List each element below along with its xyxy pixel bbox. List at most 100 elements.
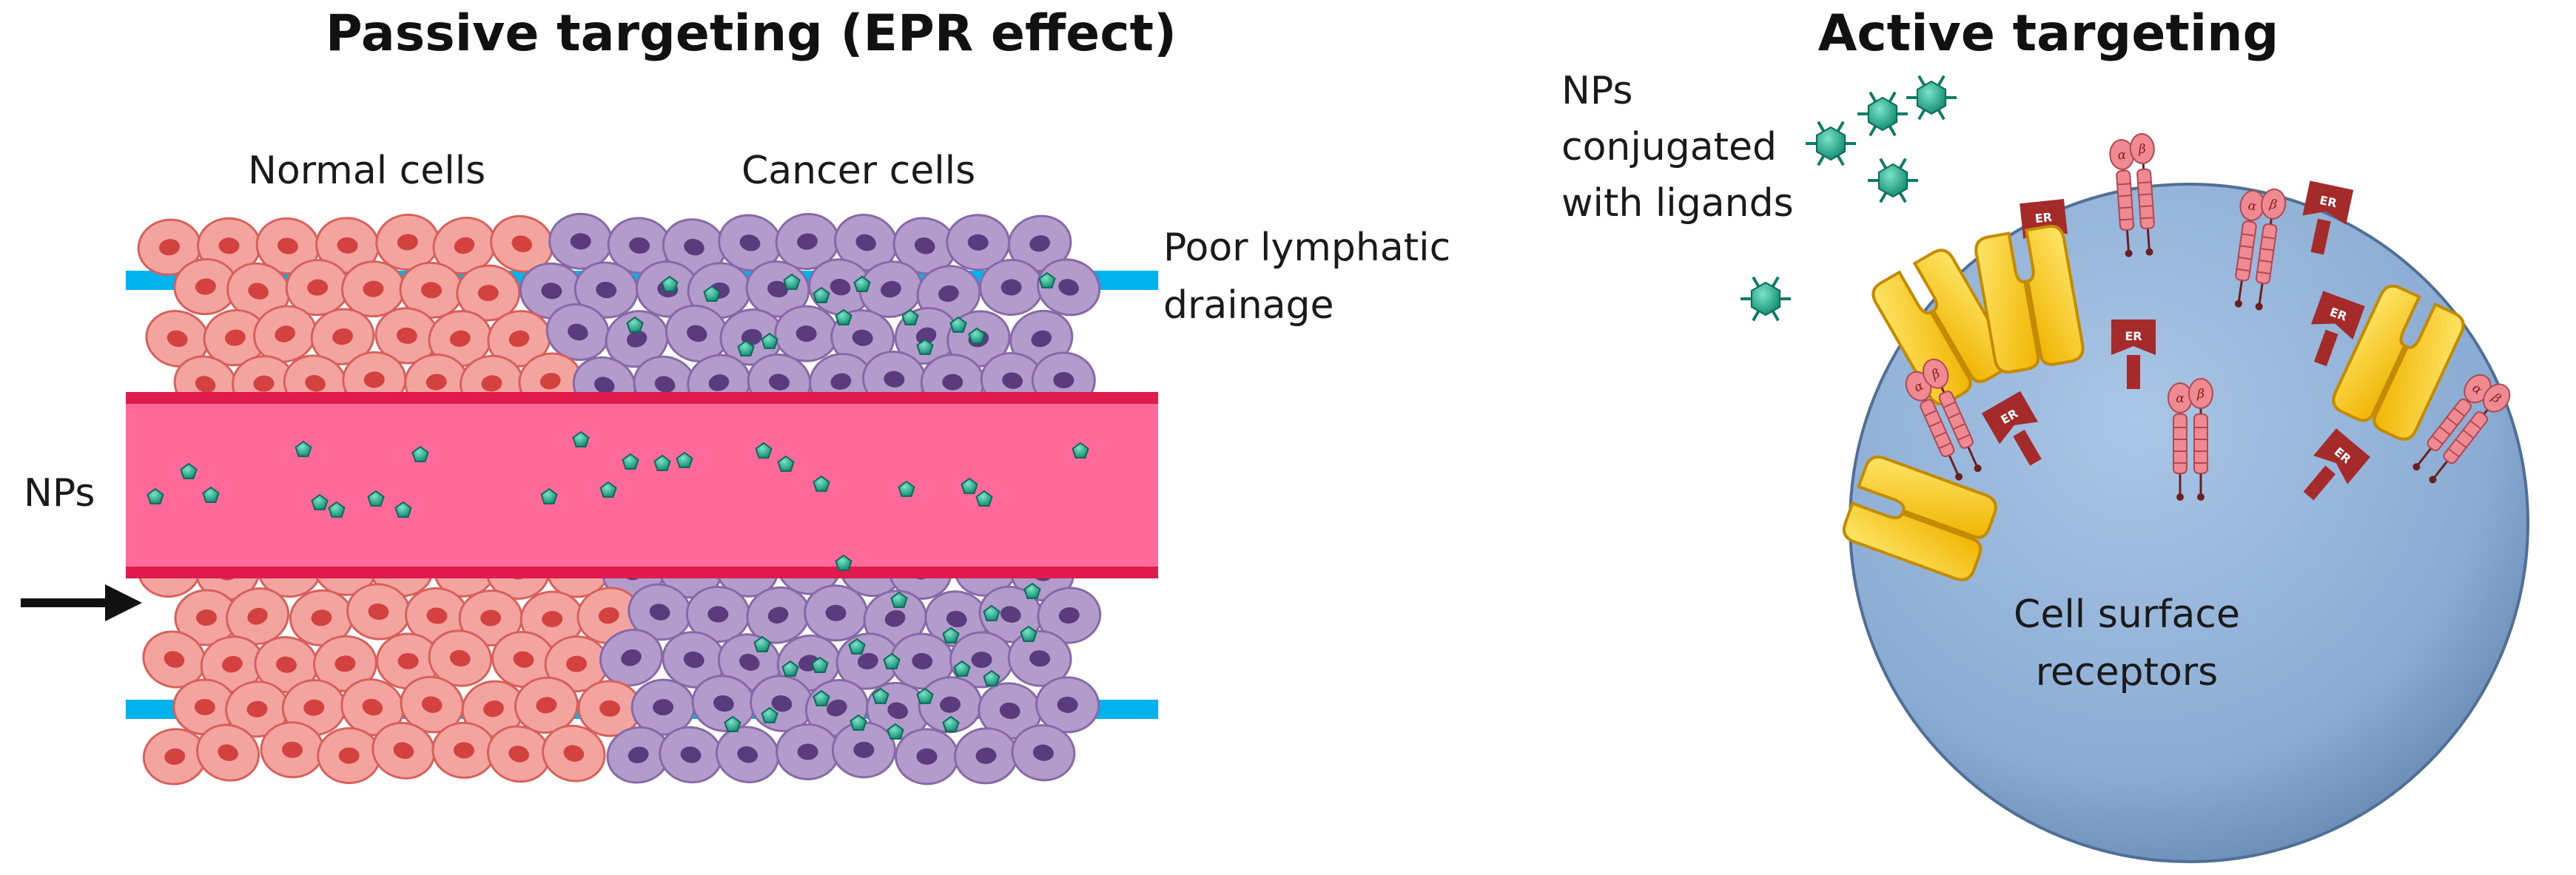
nanoparticle-icon [1072, 442, 1089, 459]
blood-vessel [126, 392, 1158, 578]
nanoparticle-icon [961, 477, 978, 494]
nanoparticle-icon [850, 714, 867, 731]
normal-cell [428, 629, 493, 687]
nanoparticle-icon [311, 493, 329, 510]
nanoparticle-icon [295, 440, 312, 457]
nanoparticle-icon [737, 339, 755, 357]
active-targeting-title: Active targeting [1818, 4, 2279, 63]
nanoparticle-icon [599, 481, 617, 498]
er-label: ER [2318, 193, 2338, 210]
nanoparticle-icon [887, 723, 904, 740]
nanoparticle-icon [901, 308, 919, 325]
nanoparticle-icon [703, 285, 721, 302]
beta-label: β [2137, 142, 2146, 158]
normal-cell [428, 310, 493, 368]
nanoparticles [147, 271, 1089, 740]
nanoparticle-icon [147, 487, 164, 504]
nanoparticle-icon [835, 554, 852, 571]
er-receptor-icon: ER [1982, 391, 2042, 466]
yellow-receptor-icon [2332, 284, 2465, 441]
er-receptor-icon: ER [2111, 320, 2156, 389]
nanoparticle-icon [1020, 625, 1038, 642]
cancer-cell [599, 629, 664, 687]
normal-cell [173, 258, 238, 316]
nanoparticle-icon [835, 308, 852, 325]
normal-cell [461, 680, 526, 737]
er-receptor-icon: ER [2302, 180, 2354, 255]
nanoparticle-icon [811, 656, 829, 673]
er-receptor-icon: ER [2303, 428, 2370, 501]
nanoparticle-icon [916, 687, 934, 704]
conjugated-nps-label-3: with ligands [1561, 181, 1794, 226]
alpha-label: α [2176, 391, 2185, 406]
cancer-cell [1037, 587, 1102, 644]
nanoparticle-icon [883, 652, 901, 669]
nanoparticle-icon [813, 475, 830, 492]
nanoparticle-icon [949, 316, 967, 333]
normal-cell [281, 679, 346, 737]
nanoparticle-icon [872, 687, 890, 704]
normal-cell [542, 724, 606, 783]
nps-label: NPs [24, 471, 95, 516]
normal-cell [195, 723, 260, 782]
integrin-receptor-icon: αβ [2412, 374, 2511, 484]
normal-cell [137, 218, 202, 276]
beta-label: β [2268, 197, 2279, 212]
cancer-cell [776, 723, 841, 780]
nanoparticle-icon [761, 332, 778, 349]
cancer-cell [662, 631, 726, 689]
cancer-cell [662, 218, 727, 277]
ligand-star-icon [1741, 276, 1791, 322]
cancer-cell [685, 586, 750, 643]
nanoparticle-icon [411, 445, 429, 462]
cancer-cell [1007, 629, 1072, 687]
normal-cell [544, 635, 609, 693]
nanoparticle-icon [813, 689, 830, 706]
normal-cell [456, 264, 521, 322]
ligand-star-icon [1857, 91, 1908, 137]
nanoparticle-icon [676, 451, 693, 468]
normal-cell [200, 635, 265, 693]
nanoparticle-icon [761, 706, 778, 723]
yellow-receptor-icon [1842, 455, 1997, 581]
nanoparticle-icon [367, 490, 385, 507]
er-receptor-icon: ER [2310, 291, 2365, 367]
nanoparticle-icon [975, 490, 993, 507]
nanoparticle-icon [626, 316, 644, 333]
normal-cell [346, 583, 411, 641]
nanoparticle-icon [777, 455, 795, 472]
nanoparticle-icon [942, 626, 960, 643]
nanoparticle-icon [661, 275, 679, 292]
ligand-star-icon [1868, 158, 1918, 203]
normal-cells-label: Normal cells [248, 149, 485, 193]
nanoparticle-icon [853, 275, 871, 292]
cancer-cell [1007, 214, 1072, 272]
nanoparticle-icon [898, 480, 915, 497]
nanoparticle-icon [781, 660, 799, 677]
normal-cell [253, 305, 317, 363]
nanoparticle-icon [755, 442, 773, 459]
conjugated-nps-label-2: conjugated [1561, 125, 1777, 169]
beta-label: β [2196, 387, 2205, 402]
cancer-cell [606, 726, 670, 784]
nanoparticle-icon [202, 486, 220, 503]
nanoparticle-icon [572, 430, 590, 447]
cancer-cell [979, 258, 1044, 316]
normal-cell [514, 676, 579, 734]
nanoparticle-icon [1023, 582, 1041, 599]
ligand-nanoparticles [1741, 75, 1957, 322]
normal-cell [174, 589, 239, 646]
poor-lymphatic-label: Poor lymphatic [1163, 226, 1450, 270]
nanoparticle-icon [848, 638, 866, 655]
nanoparticle-icon [983, 604, 1001, 621]
normal-cell [225, 680, 290, 738]
cancer-cell [946, 214, 1011, 271]
passive-targeting-title: Passive targeting (EPR effect) [326, 4, 1177, 63]
normal-cell [431, 721, 497, 779]
nanoparticle-icon [983, 669, 1001, 686]
cancer-cell [746, 586, 810, 644]
right-arrow-icon [21, 584, 142, 621]
